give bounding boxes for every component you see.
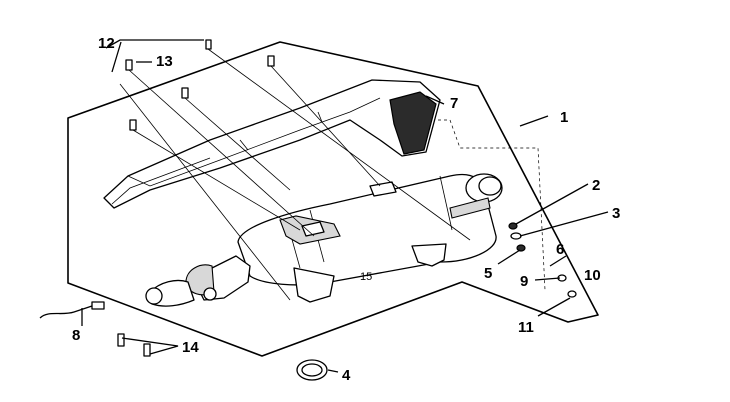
- callout-12: 12: [98, 35, 115, 52]
- gasket: [296, 359, 328, 381]
- callout-6: 6: [556, 241, 564, 258]
- callout-4: 4: [342, 367, 351, 384]
- callout-9: 9: [520, 273, 528, 290]
- bolt-group-lower: [117, 333, 151, 357]
- o2-sensor: [39, 301, 105, 319]
- callout-8: 8: [72, 327, 80, 344]
- callout-3: 3: [612, 205, 620, 222]
- washer-stack: [508, 222, 577, 298]
- callout-10: 10: [584, 267, 601, 284]
- callout-11: 11: [518, 319, 534, 336]
- callout-7: 7: [450, 95, 458, 112]
- routing-line: [420, 119, 546, 291]
- callout-13: 13: [156, 53, 173, 70]
- front-pipe: [145, 255, 251, 307]
- callout-5: 5: [484, 265, 492, 282]
- muffler: [237, 173, 503, 303]
- callout-1: 1: [560, 109, 568, 126]
- bolt-group-upper: [119, 39, 471, 301]
- callout-14: 14: [182, 339, 199, 356]
- callout-2: 2: [592, 177, 600, 194]
- callout-15: 15: [360, 271, 372, 283]
- heat-shield: [103, 79, 441, 209]
- leader-lines: [81, 39, 609, 373]
- assembly-boundary: [67, 41, 599, 357]
